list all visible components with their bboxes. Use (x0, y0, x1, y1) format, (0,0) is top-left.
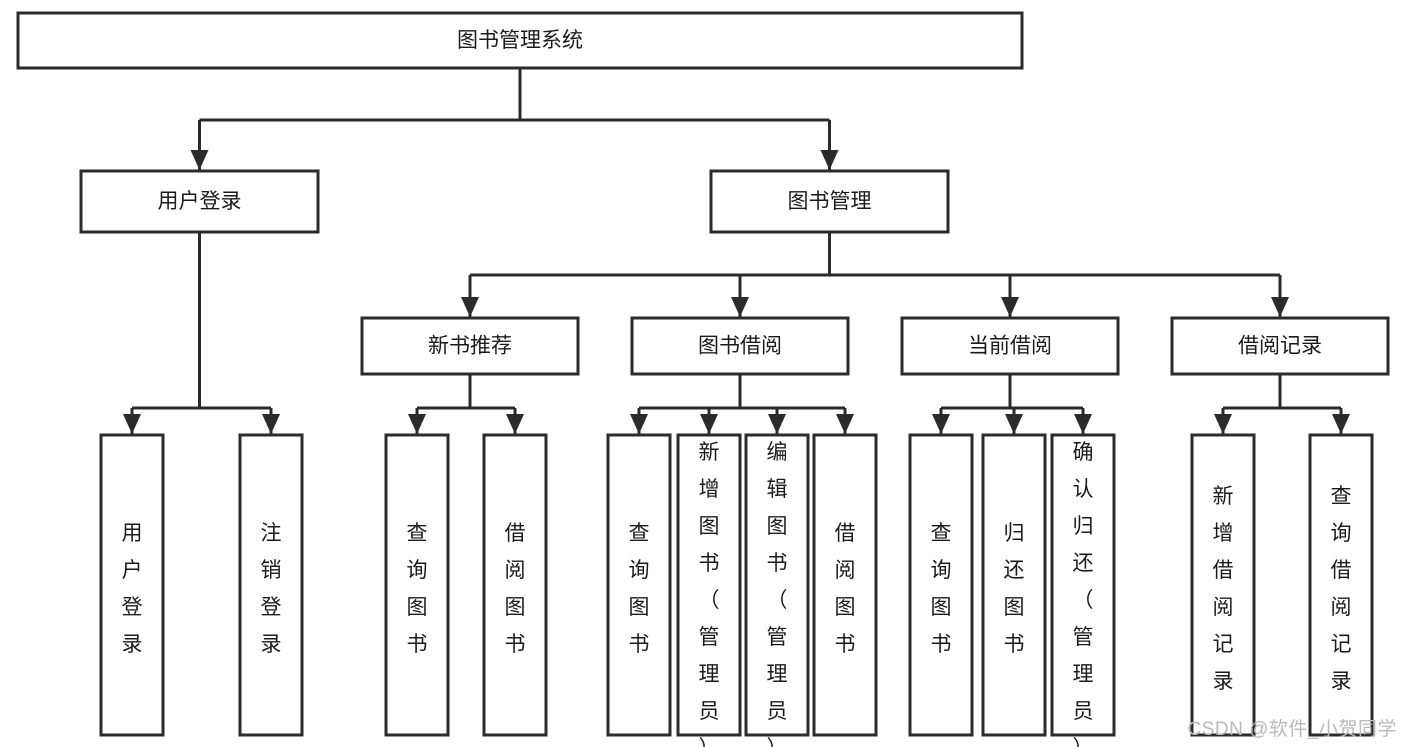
leaf-l-user-logout-label: 注销登录 (261, 522, 282, 656)
arrow-head-icon (731, 297, 749, 317)
leaf-l-edit-book-admin[interactable]: 编辑图书（管理员） (744, 433, 810, 747)
arrow-head-icon (630, 414, 648, 434)
leaf-l-query-book-1-label: 查询图书 (407, 522, 428, 656)
leaf-l-query-book-3-box (908, 433, 974, 737)
arrow-head-icon (1005, 414, 1023, 434)
leaf-l-borrow-book-1-label: 借阅图书 (505, 522, 526, 656)
node-user-login[interactable]: 用户登录 (79, 169, 320, 234)
node-book-management[interactable]: 图书管理 (709, 169, 950, 234)
leaf-l-user-login-label: 用户登录 (122, 522, 143, 656)
node-current-borrow-label: 当前借阅 (968, 335, 1052, 358)
arrow-head-icon (932, 414, 950, 434)
leaf-l-return-book-label: 归还图书 (1004, 522, 1025, 656)
arrow-head-icon (768, 414, 786, 434)
arrow-head-icon (1074, 414, 1092, 434)
leaf-l-user-login[interactable]: 用户登录 (99, 433, 165, 737)
node-current-borrow-box (900, 316, 1120, 376)
leaf-l-query-book-2[interactable]: 查询图书 (606, 433, 672, 737)
leaf-l-borrow-book-1-box (482, 433, 548, 737)
leaf-l-query-record-box (1308, 433, 1374, 737)
leaf-l-add-book-admin-label: 新增图书（管理员） (699, 441, 720, 747)
leaf-l-borrow-book-1[interactable]: 借阅图书 (482, 433, 548, 737)
edge-group (1214, 374, 1350, 434)
leaf-l-query-record[interactable]: 查询借阅记录 (1308, 433, 1374, 737)
leaf-l-query-book-2-box (606, 433, 672, 737)
node-root-system-box (16, 11, 1024, 70)
node-borrow-record[interactable]: 借阅记录 (1170, 316, 1390, 376)
leaf-l-borrow-book-2[interactable]: 借阅图书 (812, 433, 878, 737)
arrow-head-icon (1001, 297, 1019, 317)
node-root-system[interactable]: 图书管理系统 (16, 11, 1024, 70)
node-user-login-box (79, 169, 320, 234)
leaf-l-user-logout[interactable]: 注销登录 (238, 433, 304, 737)
arrow-head-icon (408, 414, 426, 434)
arrow-head-icon (820, 150, 839, 170)
arrow-head-icon (506, 414, 524, 434)
leaf-l-query-book-2-label: 查询图书 (629, 522, 650, 656)
leaf-l-add-record-label: 新增借阅记录 (1213, 485, 1234, 693)
arrow-head-icon (1214, 414, 1232, 434)
node-book-management-label: 图书管理 (788, 190, 872, 213)
leaf-l-user-logout-box (238, 433, 304, 737)
leaf-l-return-book-box (981, 433, 1047, 737)
leaf-l-query-record-label: 查询借阅记录 (1331, 485, 1352, 693)
arrow-head-icon (262, 414, 280, 434)
edge-group (630, 374, 854, 434)
leaf-l-add-book-admin-box (676, 433, 742, 737)
edge-group (190, 68, 839, 170)
arrow-head-icon (700, 414, 718, 434)
leaf-l-query-book-3-label: 查询图书 (931, 522, 952, 656)
node-new-book-recommend[interactable]: 新书推荐 (360, 316, 580, 376)
leaf-l-query-book-1[interactable]: 查询图书 (384, 433, 450, 737)
leaf-l-confirm-return-admin[interactable]: 确认归还（管理员） (1050, 433, 1116, 747)
leaf-l-add-record[interactable]: 新增借阅记录 (1190, 433, 1256, 737)
leaf-l-user-login-box (99, 433, 165, 737)
leaf-l-return-book[interactable]: 归还图书 (981, 433, 1047, 737)
node-new-book-recommend-box (360, 316, 580, 376)
edge-group (932, 374, 1092, 434)
edge-group (123, 232, 280, 434)
leaf-l-query-book-3[interactable]: 查询图书 (908, 433, 974, 737)
leaf-l-edit-book-admin-box (744, 433, 810, 737)
leaf-l-borrow-book-2-label: 借阅图书 (835, 522, 856, 656)
node-user-login-label: 用户登录 (158, 190, 242, 213)
leaf-l-confirm-return-admin-label: 确认归还（管理员） (1073, 441, 1094, 747)
node-borrow-record-box (1170, 316, 1390, 376)
arrow-head-icon (1332, 414, 1350, 434)
arrow-head-icon (123, 414, 141, 434)
edge-group (461, 232, 1289, 317)
leaf-l-add-book-admin[interactable]: 新增图书（管理员） (676, 433, 742, 747)
node-current-borrow[interactable]: 当前借阅 (900, 316, 1120, 376)
node-book-borrow-box (630, 316, 850, 376)
edge-group (408, 374, 524, 434)
arrow-head-icon (836, 414, 854, 434)
leaf-l-add-record-box (1190, 433, 1256, 737)
nodes-layer: 图书管理系统用户登录图书管理新书推荐图书借阅当前借阅借阅记录用户登录注销登录查询… (16, 11, 1390, 747)
node-book-borrow-label: 图书借阅 (698, 335, 782, 358)
arrow-head-icon (461, 297, 479, 317)
leaf-l-borrow-book-2-box (812, 433, 878, 737)
connectors-layer (123, 68, 1350, 434)
node-book-management-box (709, 169, 950, 234)
node-book-borrow[interactable]: 图书借阅 (630, 316, 850, 376)
node-borrow-record-label: 借阅记录 (1238, 335, 1322, 358)
leaf-l-confirm-return-admin-box (1050, 433, 1116, 737)
arrow-head-icon (190, 150, 209, 170)
node-root-system-label: 图书管理系统 (457, 29, 583, 52)
leaf-l-query-book-1-box (384, 433, 450, 737)
arrow-head-icon (1271, 297, 1289, 317)
node-new-book-recommend-label: 新书推荐 (428, 335, 512, 358)
leaf-l-edit-book-admin-label: 编辑图书（管理员） (767, 441, 788, 747)
